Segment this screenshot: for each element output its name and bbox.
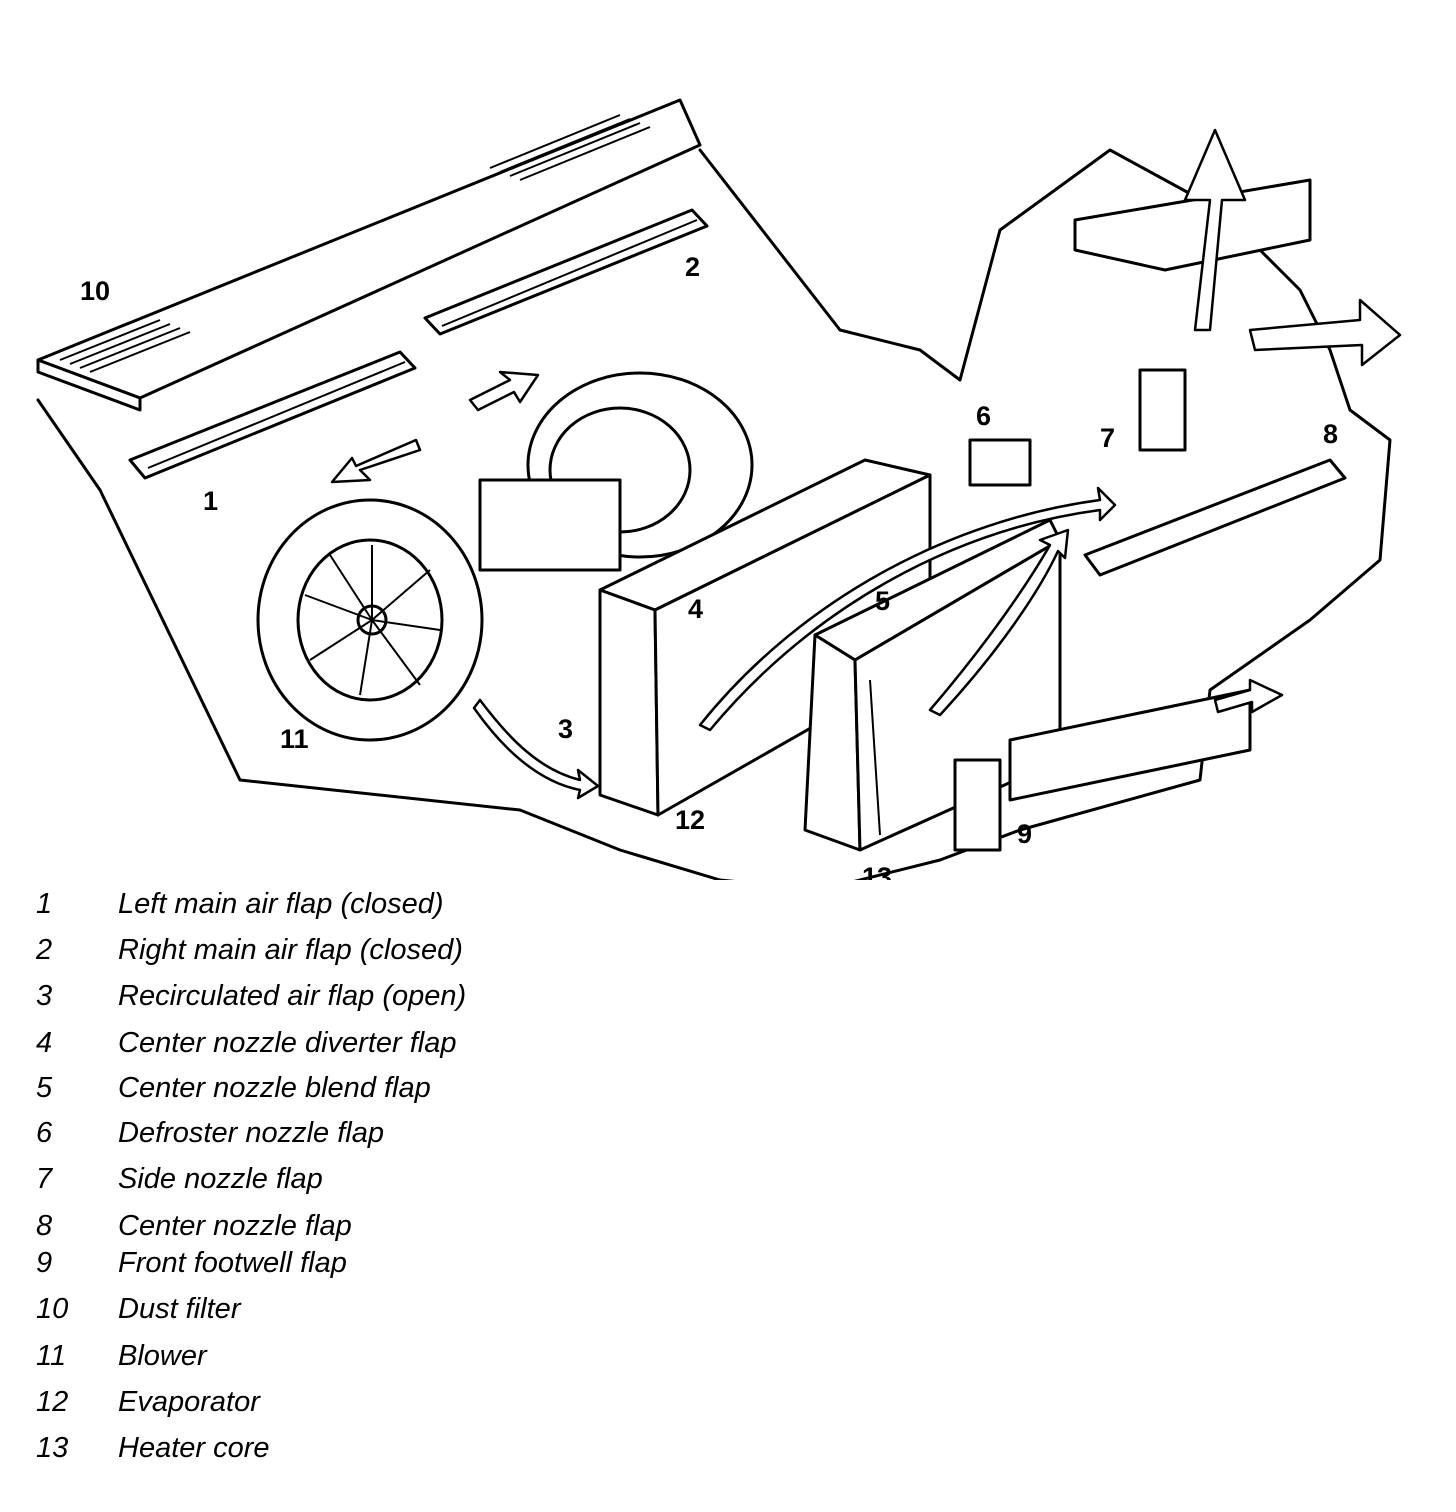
side-nozzle-flap [1138, 368, 1187, 452]
legend-number: 9 [36, 1246, 53, 1279]
legend-label: Front footwell flap [118, 1246, 347, 1279]
legend-item: 2 Right main air flap (closed) [36, 930, 463, 970]
legend-item: 11 Blower [36, 1336, 207, 1376]
legend-item: 13 Heater core [36, 1428, 270, 1468]
legend-item: 7 Side nozzle flap [36, 1159, 323, 1199]
legend-label: Side nozzle flap [118, 1162, 323, 1195]
right-main-air-flap [423, 208, 709, 336]
callout-3: 3 [558, 714, 573, 744]
legend-label: Left main air flap (closed) [118, 887, 444, 920]
legend-label: Blower [118, 1339, 207, 1372]
legend-item: 4 Center nozzle diverter flap [36, 1023, 457, 1063]
blower [256, 371, 754, 742]
hvac-diagram: 1 2 3 4 5 6 7 8 9 10 11 12 13 [36, 98, 1402, 880]
callout-6: 6 [976, 401, 991, 431]
legend-number: 11 [36, 1339, 67, 1372]
legend-label: Dust filter [118, 1292, 241, 1325]
callout-2: 2 [685, 252, 700, 282]
legend-label: Heater core [118, 1431, 270, 1464]
callout-13: 13 [862, 862, 892, 880]
legend-label: Center nozzle flap [118, 1209, 352, 1242]
legend-number: 10 [36, 1292, 69, 1325]
legend-label: Evaporator [118, 1385, 260, 1418]
legend-number: 8 [36, 1209, 53, 1242]
callout-12: 12 [675, 805, 705, 835]
legend-item: 1 Left main air flap (closed) [36, 884, 444, 924]
legend-number: 6 [36, 1116, 53, 1149]
callout-9: 9 [1017, 819, 1032, 849]
center-nozzle-flap [1083, 458, 1347, 577]
legend-number: 3 [36, 979, 53, 1012]
legend-number: 5 [36, 1071, 53, 1104]
legend-number: 12 [36, 1385, 69, 1418]
legend-item: 8 Center nozzle flap [36, 1206, 352, 1246]
legend-label: Center nozzle diverter flap [118, 1026, 457, 1059]
callout-10: 10 [80, 276, 110, 306]
callout-5: 5 [875, 586, 890, 616]
legend-item: 12 Evaporator [36, 1382, 260, 1422]
front-footwell-flap [953, 758, 1002, 852]
callout-8: 8 [1323, 419, 1338, 449]
housing-outline [36, 148, 1392, 880]
legend-label: Center nozzle blend flap [118, 1071, 431, 1104]
dust-filter [36, 98, 702, 412]
legend-item: 9 Front footwell flap [36, 1243, 347, 1283]
callout-1: 1 [203, 486, 218, 516]
legend-label: Recirculated air flap (open) [118, 979, 467, 1012]
legend-label: Defroster nozzle flap [118, 1116, 384, 1149]
callout-11: 11 [280, 724, 309, 754]
callout-7: 7 [1100, 423, 1115, 453]
legend-number: 1 [36, 887, 53, 920]
legend-item: 5 Center nozzle blend flap [36, 1068, 431, 1108]
legend-item: 10 Dust filter [36, 1289, 240, 1329]
legend-number: 4 [36, 1026, 53, 1059]
legend-number: 13 [36, 1431, 69, 1464]
callout-4: 4 [688, 594, 703, 624]
legend-number: 2 [36, 933, 53, 966]
legend-item: 6 Defroster nozzle flap [36, 1113, 384, 1153]
defroster-nozzle-flap [968, 438, 1032, 487]
legend-label: Right main air flap (closed) [118, 933, 463, 966]
legend-item: 3 Recirculated air flap (open) [36, 976, 466, 1016]
air-flow-arrows [330, 128, 1402, 800]
left-main-air-flap [128, 350, 417, 480]
legend-number: 7 [36, 1162, 53, 1195]
duct-assembly [1008, 178, 1312, 802]
